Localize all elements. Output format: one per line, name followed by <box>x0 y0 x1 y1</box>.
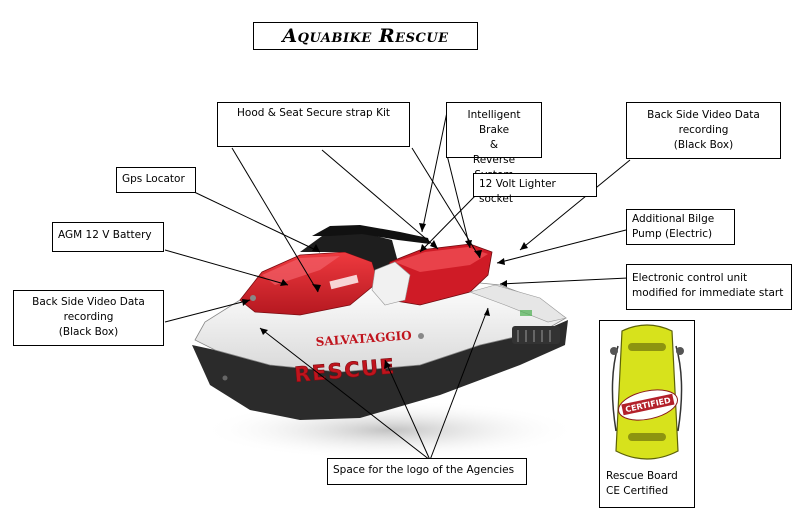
label-text: & <box>489 139 499 151</box>
label-electronic-control-unit: Electronic control unit modified for imm… <box>626 264 792 310</box>
label-text: Hood & Seat Secure strap Kit <box>237 107 390 119</box>
hull-brand-tag <box>329 274 359 290</box>
label-rescue-board: Rescue Board CE Certified <box>606 469 678 499</box>
label-gps-locator: Gps Locator <box>116 167 196 193</box>
hull-bolt <box>250 295 256 301</box>
label-hood-seat-strap: Hood & Seat Secure strap Kit <box>217 102 410 147</box>
label-text: Additional Bilge <box>632 213 715 225</box>
label-lighter-socket: 12 Volt Lighter socket <box>473 173 597 205</box>
dash-console <box>300 232 398 282</box>
callout-arrowheads <box>242 223 528 369</box>
board-clip <box>610 347 618 355</box>
label-text: (Black Box) <box>673 139 734 151</box>
label-text: Space for the logo of the Agencies <box>333 464 515 476</box>
label-agency-logo-space: Space for the logo of the Agencies <box>327 458 527 485</box>
label-text: recording <box>63 311 114 323</box>
label-text: Back Side Video Data <box>647 109 760 121</box>
label-text: CE Certified <box>606 485 669 497</box>
label-text: modified for immediate start <box>632 287 784 299</box>
label-text: (Black Box) <box>58 326 119 338</box>
seat-top <box>395 247 488 272</box>
callout-lines <box>164 111 631 461</box>
seat-side <box>371 261 411 306</box>
certified-badge-icon: CERTIFIED <box>618 389 678 421</box>
board-handle <box>628 343 666 351</box>
label-text: recording <box>678 124 729 136</box>
label-text: Intelligent Brake <box>467 109 521 136</box>
label-text: 12 Volt Lighter socket <box>479 178 556 205</box>
grille-lines <box>517 330 551 342</box>
label-back-video-top: Back Side Video Data recording (Black Bo… <box>626 102 781 159</box>
label-bilge-pump: Additional Bilge Pump (Electric) <box>626 209 735 245</box>
board-handle <box>628 433 666 441</box>
rear-deck <box>469 284 567 323</box>
label-text: Electronic control unit <box>632 272 748 284</box>
hull-text-main: RESCUE <box>293 354 396 387</box>
label-agm-battery: AGM 12 V Battery <box>52 222 164 252</box>
hull-bolt <box>222 375 228 381</box>
handlebar <box>312 225 430 244</box>
label-text: Rescue Board <box>606 470 678 482</box>
hull-text-small: SALVATAGGIO <box>315 328 412 349</box>
hood-highlight <box>262 256 340 285</box>
hull-green-tag <box>520 310 532 316</box>
rescue-board-image: CERTIFIED <box>610 324 684 460</box>
label-text: Pump (Electric) <box>632 228 713 240</box>
rescue-board-panel: CERTIFIED Rescue Board CE Certified <box>599 320 695 508</box>
label-back-video-left: Back Side Video Data recording (Black Bo… <box>13 290 164 346</box>
rear-grille <box>512 326 560 344</box>
label-text: AGM 12 V Battery <box>58 229 152 241</box>
diagram-title: Aquabike Rescue <box>253 22 478 50</box>
board-clip <box>676 347 684 355</box>
label-intelligent-brake: Intelligent Brake & Reverse System <box>446 102 542 181</box>
hull-bolt <box>418 333 424 339</box>
hull-bottom <box>192 320 568 420</box>
label-text: Gps Locator <box>122 173 185 185</box>
label-text: Back Side Video Data <box>32 296 145 308</box>
